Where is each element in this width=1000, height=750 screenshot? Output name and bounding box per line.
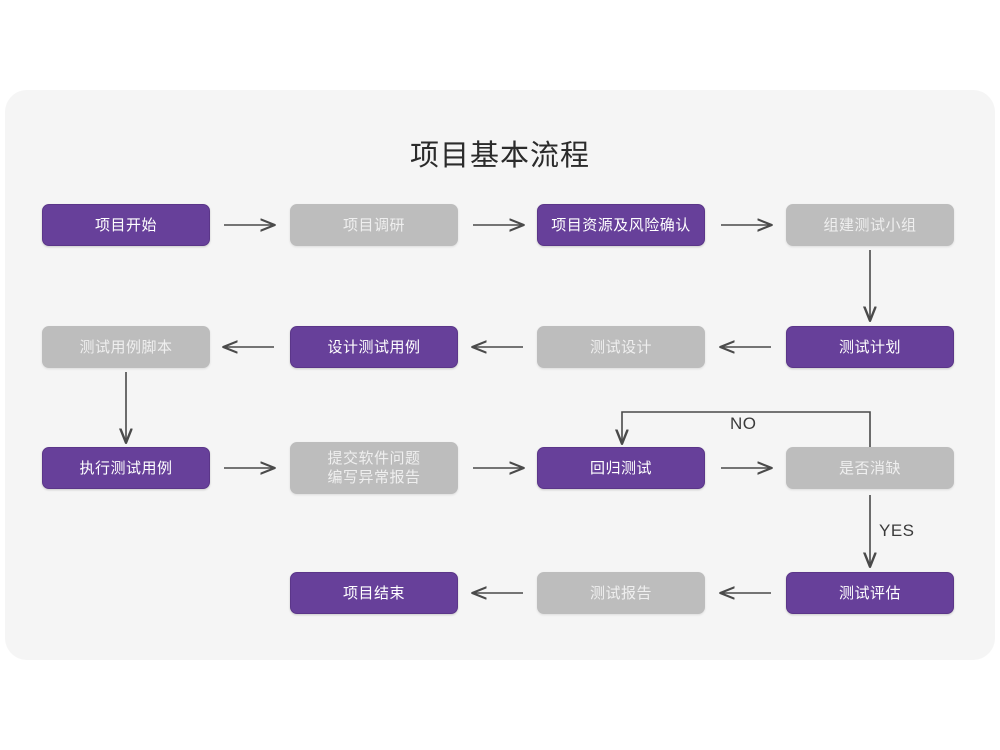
node-label: 是否消缺 xyxy=(838,459,901,477)
node-test-design[interactable]: 测试设计 xyxy=(537,326,705,368)
flowchart-card xyxy=(5,90,995,660)
edge-label-no: NO xyxy=(730,414,757,433)
node-build-test-team[interactable]: 组建测试小组 xyxy=(786,204,954,246)
node-label: 组建测试小组 xyxy=(823,216,917,234)
node-regression-test[interactable]: 回归测试 xyxy=(537,447,705,489)
node-label: 设计测试用例 xyxy=(327,338,421,356)
node-label: 测试报告 xyxy=(589,584,652,602)
node-label: 测试计划 xyxy=(838,338,901,356)
node-design-test-case[interactable]: 设计测试用例 xyxy=(290,326,458,368)
node-label: 测试设计 xyxy=(589,338,652,356)
node-project-research[interactable]: 项目调研 xyxy=(290,204,458,246)
node-label: 测试评估 xyxy=(838,584,901,602)
node-execute-test-case[interactable]: 执行测试用例 xyxy=(42,447,210,489)
node-resource-risk-confirm[interactable]: 项目资源及风险确认 xyxy=(537,204,705,246)
node-label: 项目开始 xyxy=(94,216,157,234)
node-project-start[interactable]: 项目开始 xyxy=(42,204,210,246)
node-defect-resolved-decision[interactable]: 是否消缺 xyxy=(786,447,954,489)
node-label: 执行测试用例 xyxy=(79,459,173,477)
edge-label-yes: YES xyxy=(879,521,915,540)
node-submit-defect-report[interactable]: 提交软件问题 编写异常报告 xyxy=(290,442,458,494)
node-test-evaluation[interactable]: 测试评估 xyxy=(786,572,954,614)
node-label: 提交软件问题 编写异常报告 xyxy=(327,450,421,486)
node-label: 测试用例脚本 xyxy=(79,338,173,356)
node-project-end[interactable]: 项目结束 xyxy=(290,572,458,614)
node-test-report[interactable]: 测试报告 xyxy=(537,572,705,614)
node-test-plan[interactable]: 测试计划 xyxy=(786,326,954,368)
page-title: 项目基本流程 xyxy=(409,140,590,172)
node-label: 项目调研 xyxy=(342,216,405,234)
node-test-case-script[interactable]: 测试用例脚本 xyxy=(42,326,210,368)
node-label: 项目结束 xyxy=(342,584,405,602)
node-label: 项目资源及风险确认 xyxy=(551,216,691,234)
node-label: 回归测试 xyxy=(589,459,652,477)
